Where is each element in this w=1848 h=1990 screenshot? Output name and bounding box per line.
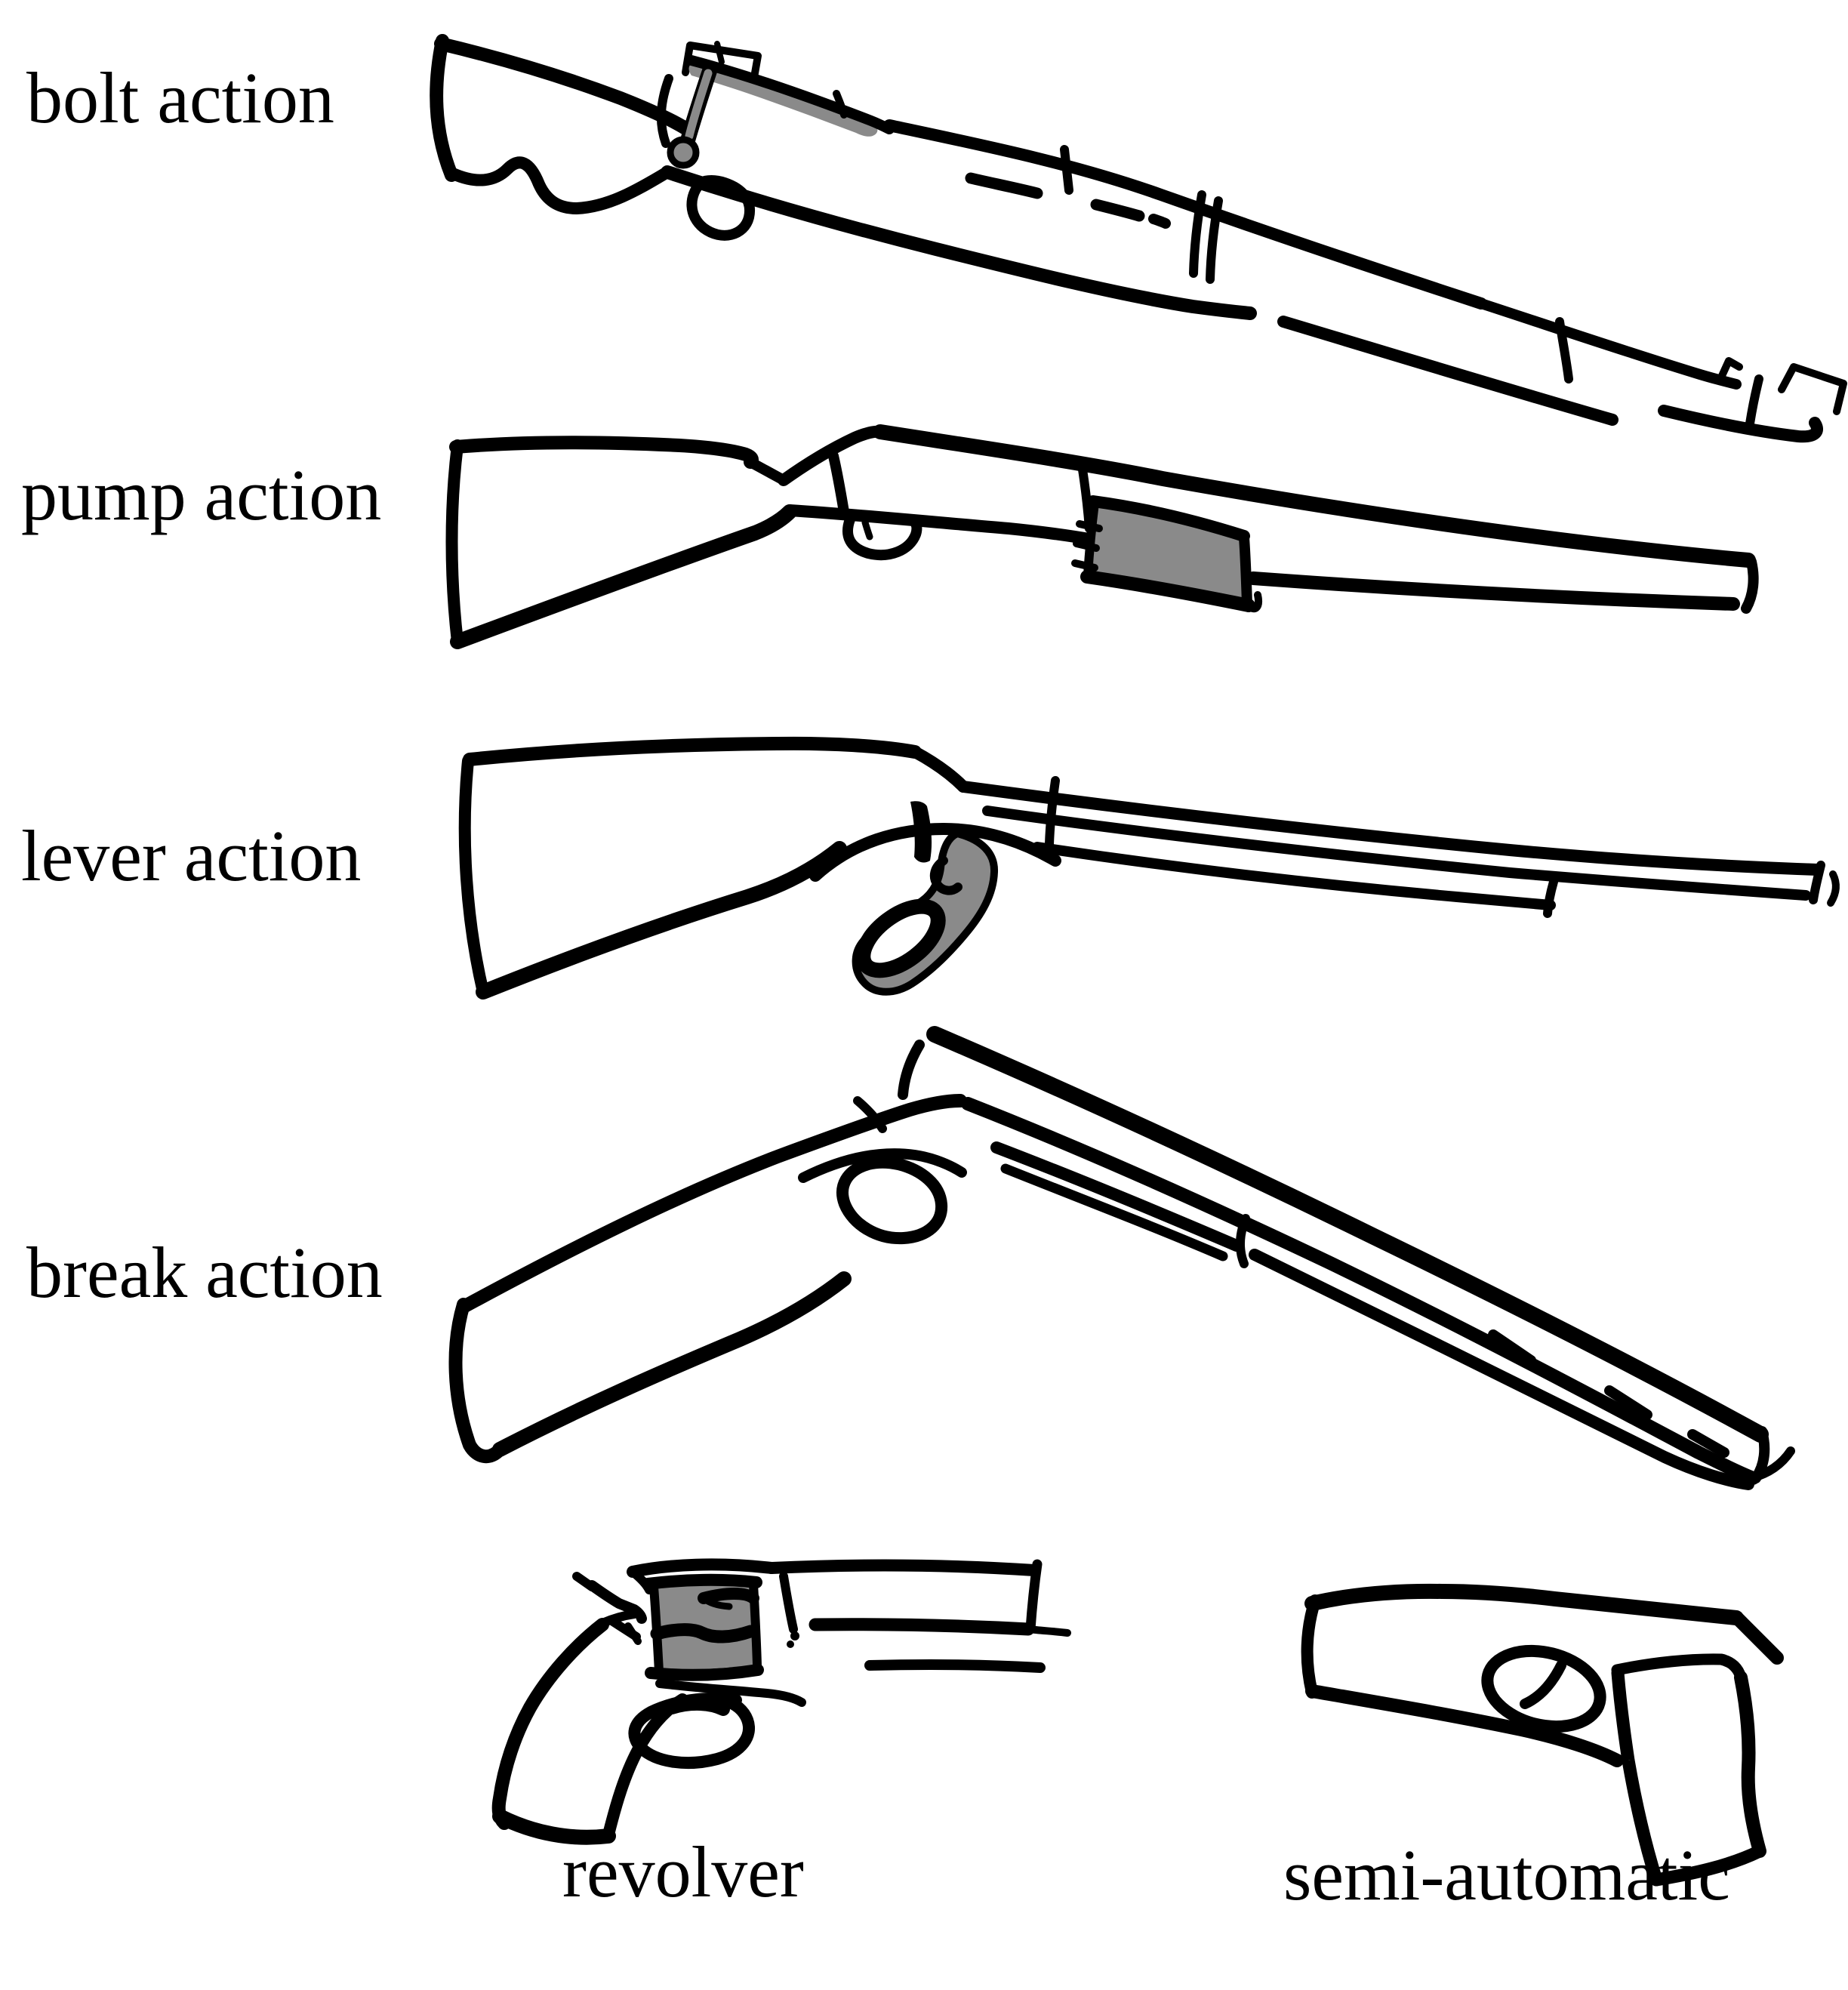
lever-finger-loop — [855, 898, 946, 978]
bolt-handle-highlight — [685, 69, 713, 140]
bolt-knob — [667, 136, 700, 169]
semi-automatic-figure: semi-automatic — [1283, 1583, 1784, 1915]
label-bolt-action: bolt action — [26, 57, 334, 138]
semi-automatic-pistol-illustration — [1301, 1583, 1784, 1887]
lever-action-rifle-illustration — [458, 736, 1840, 1000]
bolt-action-figure: bolt action — [26, 34, 1847, 443]
break-action-shotgun-illustration — [448, 1026, 1795, 1490]
bolt-highlight — [688, 62, 878, 137]
bolt-action-rifle-illustration — [430, 34, 1847, 443]
pump-action-figure: pump action — [21, 424, 1759, 649]
label-lever-action: lever action — [21, 815, 361, 896]
revolver-figure: revolver — [491, 1558, 1071, 1912]
revolver-illustration — [491, 1558, 1071, 1845]
pump-action-shotgun-illustration — [445, 424, 1759, 649]
label-break-action: break action — [26, 1232, 383, 1313]
lever-action-figure: lever action — [21, 736, 1840, 1000]
break-action-figure: break action — [26, 1026, 1795, 1490]
pistol-trigger-guard — [1481, 1644, 1606, 1733]
label-pump-action: pump action — [21, 454, 381, 535]
label-revolver: revolver — [562, 1831, 804, 1912]
